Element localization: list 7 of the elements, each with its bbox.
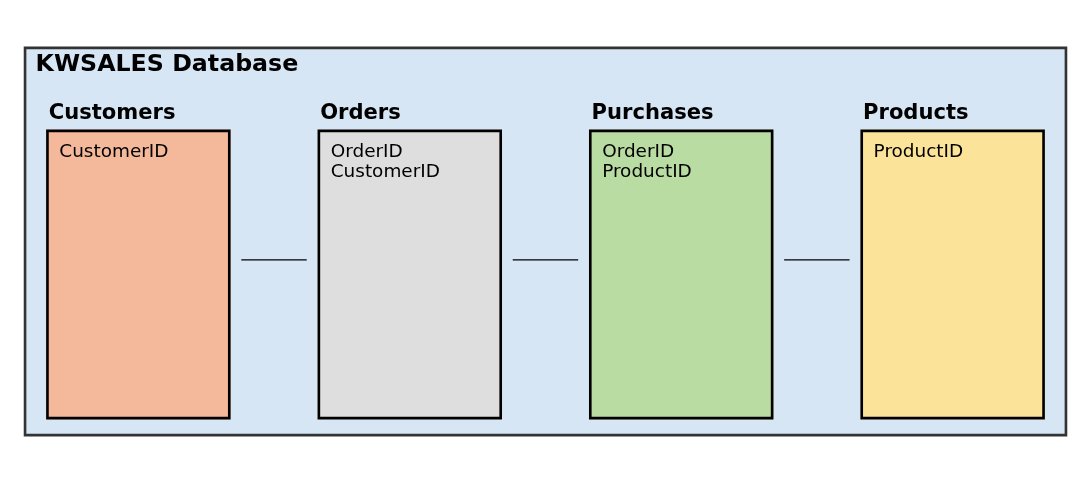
node-label: Products bbox=[863, 98, 969, 124]
node-label: Orders bbox=[320, 98, 401, 124]
node-label: Purchases bbox=[591, 98, 714, 124]
connector bbox=[783, 258, 851, 261]
connector bbox=[512, 258, 579, 261]
node-label: Customers bbox=[48, 98, 176, 124]
connector bbox=[240, 258, 308, 261]
